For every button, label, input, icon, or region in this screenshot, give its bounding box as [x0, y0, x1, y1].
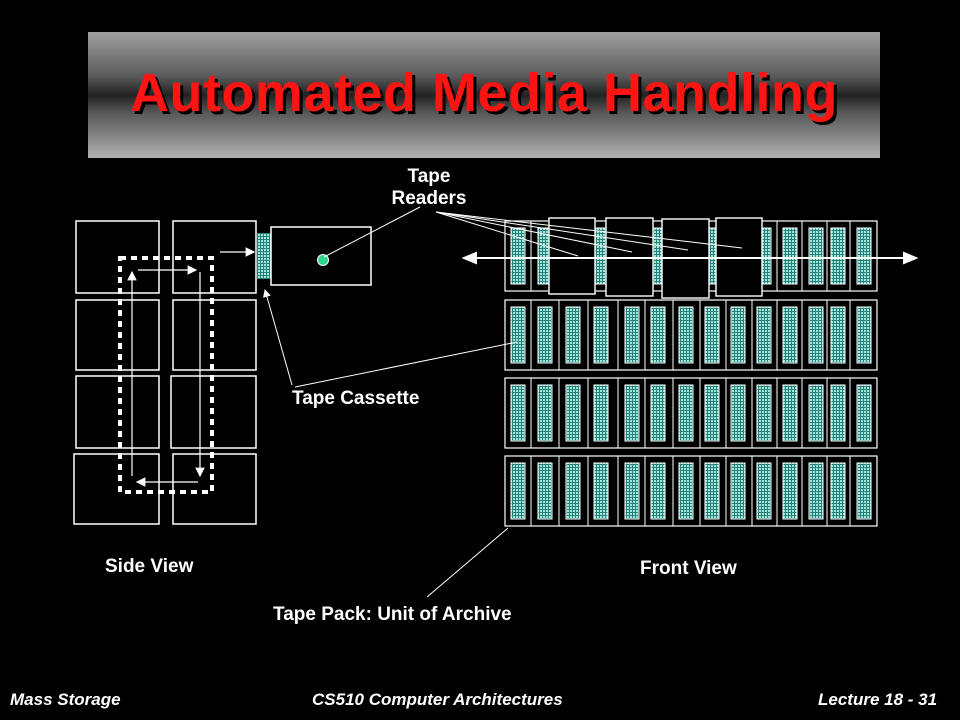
tape-cassette	[756, 462, 772, 520]
tape-cassette	[856, 306, 872, 364]
tape-cassette-label: Tape Cassette	[292, 388, 420, 409]
side-view-slots	[73, 220, 257, 525]
side-slot	[73, 453, 160, 525]
tape-cassette	[510, 462, 526, 520]
tape-cassette	[565, 306, 581, 364]
tape-cassette	[782, 462, 798, 520]
tape-cassette	[678, 306, 694, 364]
front-view	[504, 217, 878, 527]
tape-cassette	[730, 384, 746, 442]
tape-cassette	[593, 306, 609, 364]
tape-pack-label: Tape Pack: Unit of Archive	[273, 604, 512, 625]
footer-right: Lecture 18 - 31	[818, 690, 938, 709]
tape-readers-label: Tape Readers	[383, 166, 475, 210]
tape-readers-label-line1: Tape	[407, 166, 451, 187]
tape-pack-row	[504, 299, 878, 371]
footer-left: Mass Storage	[10, 690, 121, 709]
tape-readers-label-line2: Readers	[391, 188, 467, 209]
tape-cassette	[808, 384, 824, 442]
tape-cassette	[756, 306, 772, 364]
side-slot	[172, 220, 257, 294]
tape-cassette	[624, 384, 640, 442]
tape-cassette	[730, 462, 746, 520]
tape-cassette	[537, 384, 553, 442]
tape-cassette	[830, 227, 846, 285]
transport-arrow	[461, 251, 919, 265]
tape-cassette	[624, 462, 640, 520]
side-slot	[75, 299, 160, 371]
pointer-lines	[263, 206, 743, 598]
tape-cassette	[593, 384, 609, 442]
tape-cassette	[830, 306, 846, 364]
side-slot	[75, 375, 160, 449]
reader-indicator	[317, 254, 329, 266]
tape-cassette	[565, 462, 581, 520]
tape-cassette	[565, 384, 581, 442]
tape-pack-row	[504, 377, 878, 449]
front-view-label: Front View	[640, 558, 737, 579]
tape-cassette	[537, 306, 553, 364]
tape-cassette	[678, 384, 694, 442]
side-view-label: Side View	[105, 556, 194, 577]
tape-cassette	[537, 462, 553, 520]
tape-cassette	[650, 306, 666, 364]
tape-cassette	[704, 384, 720, 442]
tape-cassette	[856, 384, 872, 442]
tape-cassette	[782, 306, 798, 364]
tape-cassette	[856, 462, 872, 520]
tape-cassette	[808, 462, 824, 520]
tape-pack-row	[504, 455, 878, 527]
tape-cassette	[510, 384, 526, 442]
tape-cassette	[510, 306, 526, 364]
side-slot	[172, 299, 257, 371]
tape-cassette	[808, 227, 824, 285]
tape-cassette	[830, 462, 846, 520]
tape-cassette	[856, 227, 872, 285]
tape-cassette	[650, 462, 666, 520]
tape-cassette	[593, 462, 609, 520]
side-cassette	[257, 233, 271, 279]
tape-cassette	[782, 384, 798, 442]
tape-cassette	[756, 384, 772, 442]
tape-cassette	[704, 462, 720, 520]
title-band	[88, 32, 880, 158]
tape-cassette	[730, 306, 746, 364]
tape-cassette	[650, 384, 666, 442]
side-view-arrows	[127, 247, 256, 487]
tape-cassette	[678, 462, 694, 520]
tape-cassette	[704, 306, 720, 364]
side-slot	[172, 453, 257, 525]
tape-cassette	[782, 227, 798, 285]
robot-path	[118, 256, 214, 494]
tape-cassette	[624, 306, 640, 364]
tape-cassette	[510, 227, 526, 285]
tape-cassette	[808, 306, 824, 364]
slide-title: Automated Media Handling	[129, 63, 838, 123]
tape-cassette	[830, 384, 846, 442]
footer-center: CS510 Computer Architectures	[312, 690, 563, 709]
